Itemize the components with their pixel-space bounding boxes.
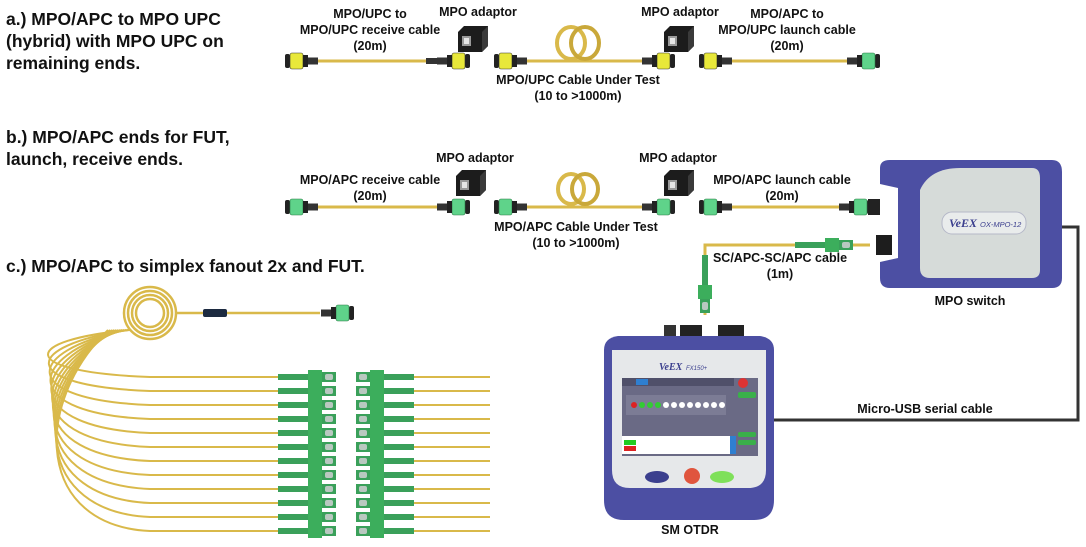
b-adaptor-right — [664, 170, 694, 196]
fanout-leg — [54, 329, 278, 504]
fanout-mpo-connector — [320, 304, 355, 322]
b-receive-cable-label: MPO/APC receive cable (20m) — [299, 173, 441, 203]
sc-apc-connector — [278, 412, 336, 426]
b-adaptor-right-label: MPO adaptor — [639, 151, 717, 165]
fanout-leg — [51, 329, 278, 448]
section-b-heading: b.) MPO/APC ends for FUT, launch, receiv… — [6, 127, 230, 169]
mpo-switch-label: MPO switch — [934, 294, 1006, 308]
sc-apc-connector — [356, 454, 414, 468]
sc-apc-connector — [278, 524, 336, 538]
fanout-leg — [47, 329, 278, 378]
sc-apc-connector — [278, 454, 336, 468]
b-receive-cable — [284, 198, 471, 216]
a-cable-under-test — [493, 25, 676, 70]
mpo-switch-device: VeEX OX-MPO-12 — [876, 160, 1062, 288]
a-receive-cable-label: MPO/UPC to MPO/UPC receive cable (20m) — [299, 7, 441, 53]
fanout-leg — [48, 329, 278, 406]
mpo-switch-model: OX-MPO-12 — [980, 220, 1022, 229]
sc-apc-connector — [278, 370, 336, 384]
sc-apc-connector — [278, 482, 336, 496]
sc-apc-connector — [278, 468, 336, 482]
b-cut-label: MPO/APC Cable Under Test (10 to >1000m) — [494, 220, 658, 250]
patch-cable-label: SC/APC-SC/APC cable (1m) — [712, 251, 848, 281]
sc-apc-patch-cable — [698, 238, 870, 315]
fanout-leg — [55, 329, 278, 532]
b-launch-cable — [698, 198, 880, 216]
a-adaptor-right-label: MPO adaptor — [641, 5, 719, 19]
sc-apc-connector — [356, 426, 414, 440]
otdr-label: SM OTDR — [661, 523, 719, 537]
a-receive-cable — [284, 52, 471, 70]
a-adaptor-left-label: MPO adaptor — [439, 5, 517, 19]
otdr-device: VeEX FX150+ — [604, 325, 774, 520]
a-cut-label: MPO/UPC Cable Under Test (10 to >1000m) — [496, 73, 660, 103]
sc-apc-connector — [356, 440, 414, 454]
usb-cable-label: Micro-USB serial cable — [857, 402, 993, 416]
sc-apc-connector — [278, 426, 336, 440]
section-a-heading: a.) MPO/APC to MPO UPC (hybrid) with MPO… — [6, 9, 224, 73]
otdr-brand: VeEX — [659, 362, 683, 373]
sc-apc-connector — [356, 412, 414, 426]
section-c-heading: c.) MPO/APC to simplex fanout 2x and FUT… — [6, 256, 365, 276]
a-adaptor-left — [458, 26, 488, 52]
sc-apc-connector — [278, 510, 336, 524]
sc-apc-connector — [356, 468, 414, 482]
micro-usb-cable — [760, 225, 1080, 422]
sc-apc-connector — [278, 398, 336, 412]
fanout-leg — [50, 329, 278, 434]
sc-apc-connector — [278, 496, 336, 510]
sc-apc-connector — [356, 510, 414, 524]
sc-apc-connector — [356, 482, 414, 496]
sc-apc-connector — [278, 440, 336, 454]
sc-apc-connector — [356, 384, 414, 398]
fanout-leg — [51, 329, 278, 462]
b-launch-cable-label: MPO/APC launch cable (20m) — [713, 173, 851, 203]
b-adaptor-left-label: MPO adaptor — [436, 151, 514, 165]
fanout-cable — [122, 285, 320, 341]
sc-apc-connector — [356, 370, 414, 384]
mpo-switch-brand: VeEX — [949, 216, 978, 230]
b-cable-under-test — [493, 172, 676, 216]
a-adaptor-right — [664, 26, 694, 52]
fanout-legs — [47, 329, 490, 538]
a-launch-cable-label: MPO/APC to MPO/UPC launch cable (20m) — [718, 7, 856, 53]
otdr-model: FX150+ — [686, 366, 708, 372]
sc-apc-connector — [278, 384, 336, 398]
breakout-sleeve — [203, 309, 227, 317]
sc-apc-connector — [356, 524, 414, 538]
sc-apc-connector — [356, 496, 414, 510]
b-adaptor-left — [456, 170, 486, 196]
a-launch-cable — [698, 52, 881, 70]
sc-apc-connector — [356, 398, 414, 412]
